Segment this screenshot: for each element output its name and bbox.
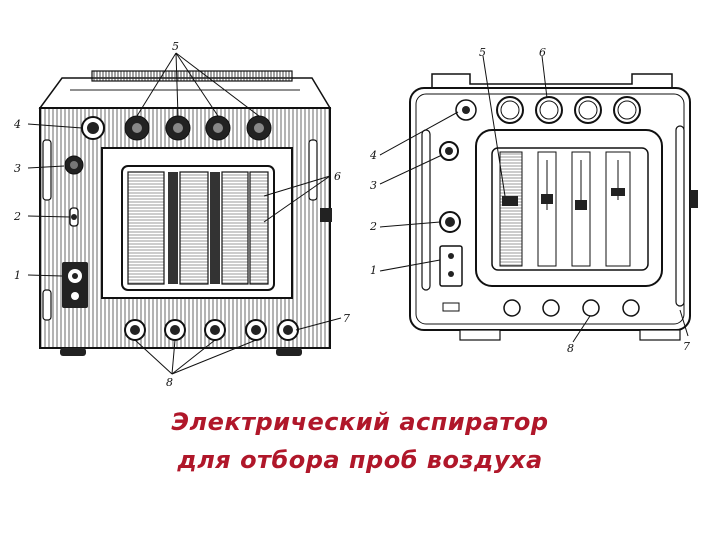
left-callout-5: 5	[172, 40, 179, 53]
right-callout-7: 7	[683, 340, 690, 353]
aspirator-diagram: 4 3 2 1 5 6 7 8	[13, 40, 698, 389]
caption-line-1: Электрический аспиратор	[171, 408, 549, 436]
left-callout-7: 7	[343, 312, 350, 325]
right-device-drawing: 5 6 4 3 2 1 7 8	[369, 46, 698, 355]
right-flowmeter-tubes	[499, 151, 631, 267]
left-flowmeter-tubes	[127, 171, 269, 285]
right-callout-2: 2	[369, 220, 377, 233]
left-bottom-knobs	[124, 319, 299, 341]
right-callout-3: 3	[370, 179, 377, 192]
left-callout-8: 8	[166, 376, 173, 389]
left-callout-2: 2	[13, 210, 21, 223]
left-callout-6: 6	[334, 170, 341, 183]
caption-line-2: для отбора проб воздуха	[177, 446, 543, 474]
right-callout-4: 4	[369, 149, 377, 162]
left-device-drawing: 4 3 2 1 5 6 7 8	[13, 40, 350, 389]
right-callout-5: 5	[479, 46, 486, 59]
right-callout-1: 1	[370, 264, 377, 277]
left-callout-4: 4	[13, 118, 21, 131]
right-callout-6: 6	[539, 46, 546, 59]
left-callout-3: 3	[14, 162, 21, 175]
right-callout-8: 8	[567, 342, 574, 355]
left-top-knobs	[81, 115, 272, 141]
left-callout-1: 1	[14, 269, 21, 282]
